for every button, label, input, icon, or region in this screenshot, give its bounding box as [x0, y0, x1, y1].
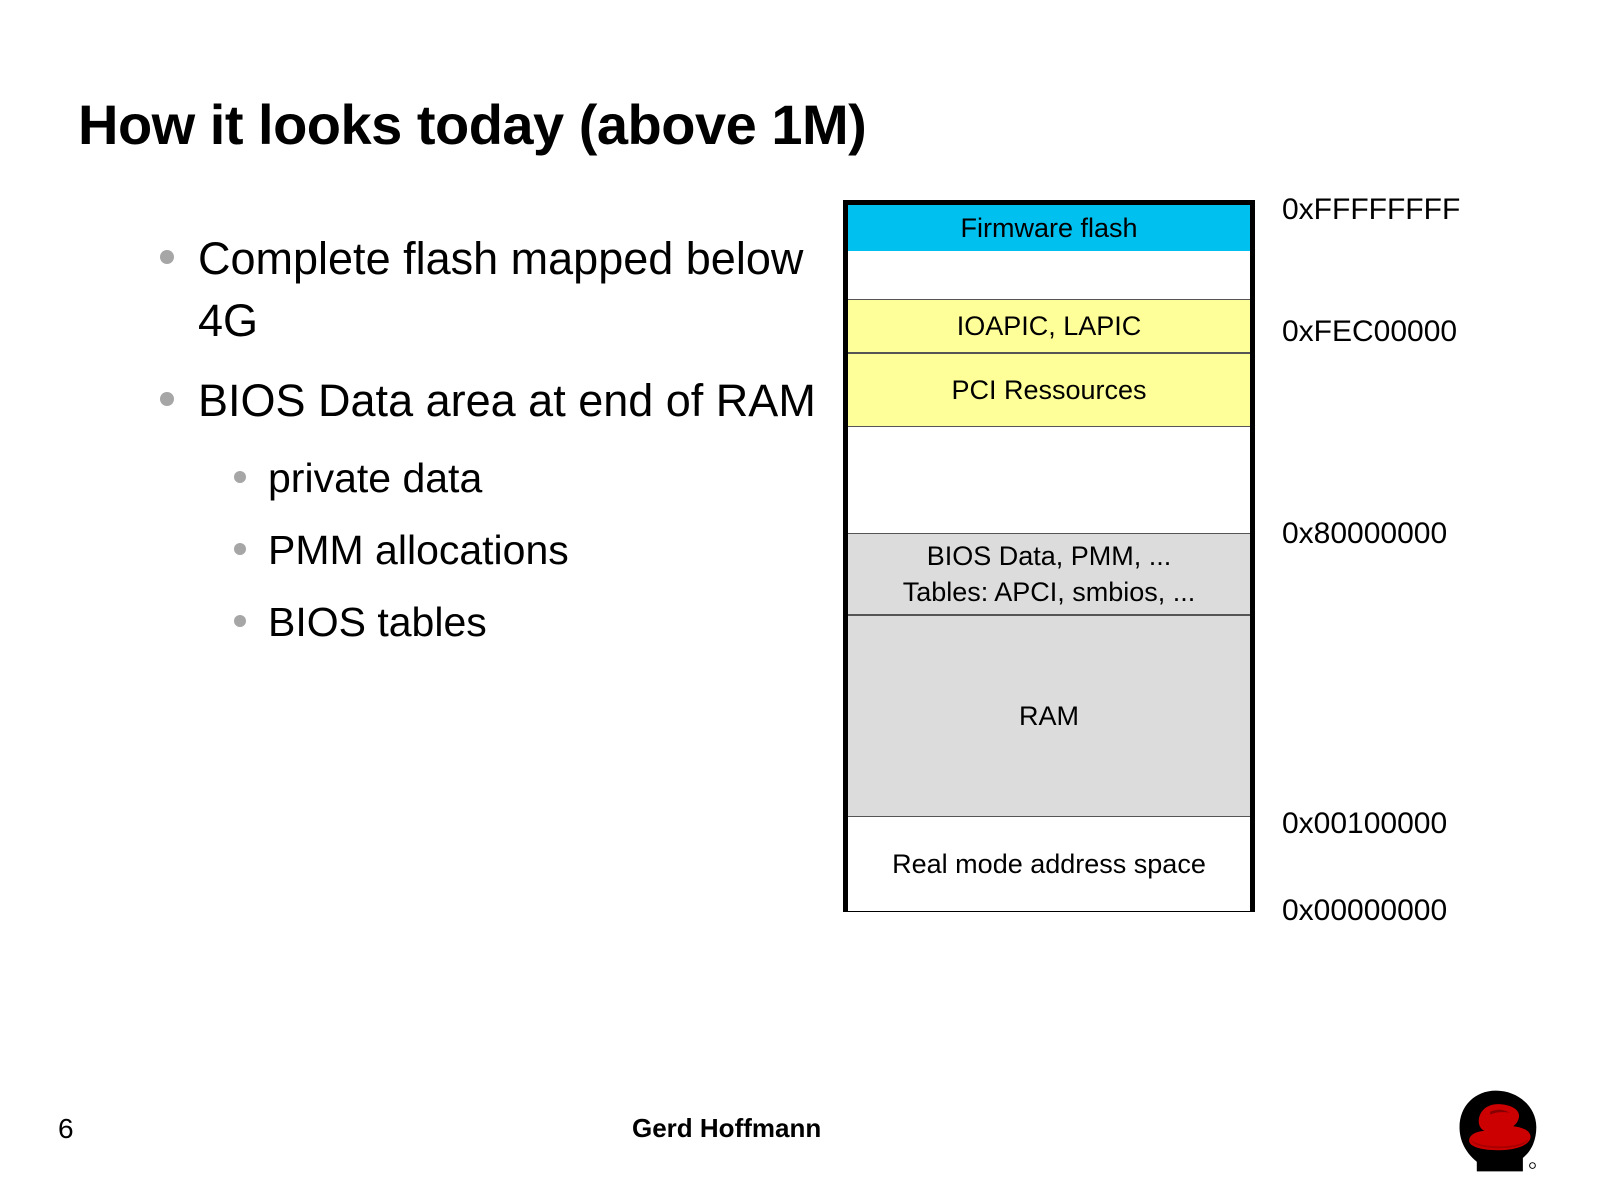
memory-block-label: Firmware flash	[960, 213, 1138, 243]
memory-block-label: BIOS Data, PMM, ...Tables: APCI, smbios,…	[902, 541, 1196, 607]
memory-block: PCI Ressources	[848, 353, 1250, 427]
bullet-dot-icon	[160, 392, 174, 406]
memory-block: BIOS Data, PMM, ...Tables: APCI, smbios,…	[848, 533, 1250, 615]
page-number: 6	[58, 1113, 74, 1144]
memory-block: RAM	[848, 615, 1250, 817]
bullet-dot-icon	[234, 543, 246, 555]
address-label: 0x00100000	[1282, 807, 1448, 840]
red-hat-shadowman-logo	[1448, 1083, 1544, 1179]
memory-block: Real mode address space	[848, 817, 1250, 911]
bullet-item-complete-flash: Complete flash mapped below 4G	[160, 228, 820, 352]
sub-bullet-label: PMM allocations	[268, 527, 569, 573]
bullet-item-bios-data-area: BIOS Data area at end of RAM	[160, 370, 820, 432]
address-label: 0x80000000	[1282, 517, 1448, 550]
bullet-dot-icon	[160, 250, 174, 264]
memory-block-label: IOAPIC, LAPIC	[956, 311, 1142, 341]
sub-bullet-label: private data	[268, 455, 483, 501]
bullet-list: Complete flash mapped below 4G BIOS Data…	[160, 228, 820, 666]
sub-bullet-label: BIOS tables	[268, 599, 487, 645]
sub-bullet-item-private-data: private data	[234, 450, 820, 506]
bullet-label: BIOS Data area at end of RAM	[198, 375, 816, 426]
bullet-label: Complete flash mapped below 4G	[198, 233, 804, 346]
bullet-dot-icon	[234, 615, 246, 627]
bullet-dot-icon	[234, 471, 246, 483]
page-title: How it looks today (above 1M)	[78, 93, 867, 156]
memory-block	[848, 251, 1250, 299]
memory-block: IOAPIC, LAPIC	[848, 299, 1250, 353]
memory-block-label: PCI Ressources	[951, 375, 1147, 405]
memory-block: Firmware flash	[848, 205, 1250, 251]
address-label: 0x00000000	[1282, 894, 1448, 927]
memory-block-label: Real mode address space	[892, 849, 1206, 879]
sub-bullet-item-bios-tables: BIOS tables	[234, 594, 820, 650]
address-label: 0xFEC00000	[1282, 315, 1458, 348]
memory-block-label: RAM	[1019, 701, 1079, 731]
sub-bullet-item-pmm-allocations: PMM allocations	[234, 522, 820, 578]
memory-block	[848, 427, 1250, 533]
address-label: 0xFFFFFFFF	[1282, 193, 1461, 226]
sub-bullet-list: private data PMM allocations BIOS tables	[234, 450, 820, 650]
author-name: Gerd Hoffmann	[632, 1113, 822, 1143]
